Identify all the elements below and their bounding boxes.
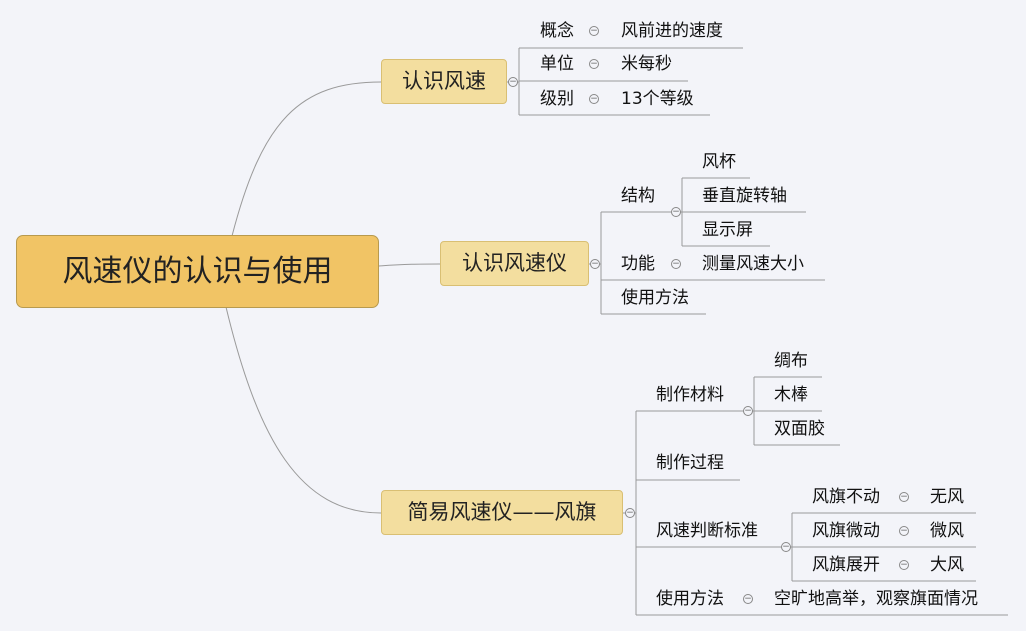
topic-process[interactable]: 制作过程 bbox=[656, 453, 724, 473]
collapse-toggle-icon[interactable]: − bbox=[671, 207, 681, 217]
topic-function-value[interactable]: 测量风速大小 bbox=[702, 254, 804, 274]
collapse-toggle-icon[interactable]: − bbox=[899, 492, 909, 502]
collapse-toggle-icon[interactable]: − bbox=[625, 508, 635, 518]
topic-no-wind[interactable]: 无风 bbox=[930, 487, 964, 507]
topic-flag-unfurled[interactable]: 风旗展开 bbox=[812, 555, 880, 575]
topic-wind-cup[interactable]: 风杯 bbox=[702, 152, 736, 172]
branch-topic-1[interactable]: 认识风速 bbox=[381, 59, 507, 104]
topic-materials[interactable]: 制作材料 bbox=[656, 385, 724, 405]
topic-concept-value[interactable]: 风前进的速度 bbox=[621, 21, 723, 41]
collapse-toggle-icon[interactable]: − bbox=[671, 259, 681, 269]
topic-silk-cloth[interactable]: 绸布 bbox=[774, 351, 808, 371]
branch-topic-3[interactable]: 简易风速仪——风旗 bbox=[381, 490, 623, 535]
topic-structure[interactable]: 结构 bbox=[621, 186, 655, 206]
topic-flag-slight[interactable]: 风旗微动 bbox=[812, 521, 880, 541]
collapse-toggle-icon[interactable]: − bbox=[781, 542, 791, 552]
topic-vertical-axis[interactable]: 垂直旋转轴 bbox=[702, 186, 787, 206]
topic-usage[interactable]: 使用方法 bbox=[621, 288, 689, 308]
collapse-toggle-icon[interactable]: − bbox=[589, 26, 599, 36]
collapse-toggle-icon[interactable]: − bbox=[743, 406, 753, 416]
topic-display[interactable]: 显示屏 bbox=[702, 220, 753, 240]
collapse-toggle-icon[interactable]: − bbox=[899, 560, 909, 570]
edge-root-to-branch-1 bbox=[231, 81, 382, 237]
topic-breeze[interactable]: 微风 bbox=[930, 521, 964, 541]
topic-concept[interactable]: 概念 bbox=[540, 21, 574, 41]
topic-level-value[interactable]: 13个等级 bbox=[621, 89, 694, 109]
collapse-toggle-icon[interactable]: − bbox=[589, 94, 599, 104]
root-topic[interactable]: 风速仪的认识与使用 bbox=[16, 235, 379, 308]
collapse-toggle-icon[interactable]: − bbox=[743, 594, 753, 604]
topic-flag-still[interactable]: 风旗不动 bbox=[812, 487, 880, 507]
collapse-toggle-icon[interactable]: − bbox=[590, 259, 600, 269]
edge-root-to-branch-2 bbox=[378, 263, 441, 267]
collapse-toggle-icon[interactable]: − bbox=[508, 77, 518, 87]
topic-function[interactable]: 功能 bbox=[621, 254, 655, 274]
collapse-toggle-icon[interactable]: − bbox=[899, 526, 909, 536]
topic-level[interactable]: 级别 bbox=[540, 89, 574, 109]
edge-root-to-branch-3 bbox=[225, 306, 382, 514]
topic-criteria[interactable]: 风速判断标准 bbox=[656, 521, 758, 541]
branch-topic-2[interactable]: 认识风速仪 bbox=[440, 241, 589, 286]
topic-unit-value[interactable]: 米每秒 bbox=[621, 54, 672, 74]
topic-usage-method-value[interactable]: 空旷地高举，观察旗面情况 bbox=[774, 589, 978, 609]
topic-strong-wind[interactable]: 大风 bbox=[930, 555, 964, 575]
topic-double-sided-tape[interactable]: 双面胶 bbox=[774, 419, 825, 439]
topic-usage-method[interactable]: 使用方法 bbox=[656, 589, 724, 609]
topic-wooden-stick[interactable]: 木棒 bbox=[774, 385, 808, 405]
collapse-toggle-icon[interactable]: − bbox=[589, 59, 599, 69]
topic-unit[interactable]: 单位 bbox=[540, 54, 574, 74]
